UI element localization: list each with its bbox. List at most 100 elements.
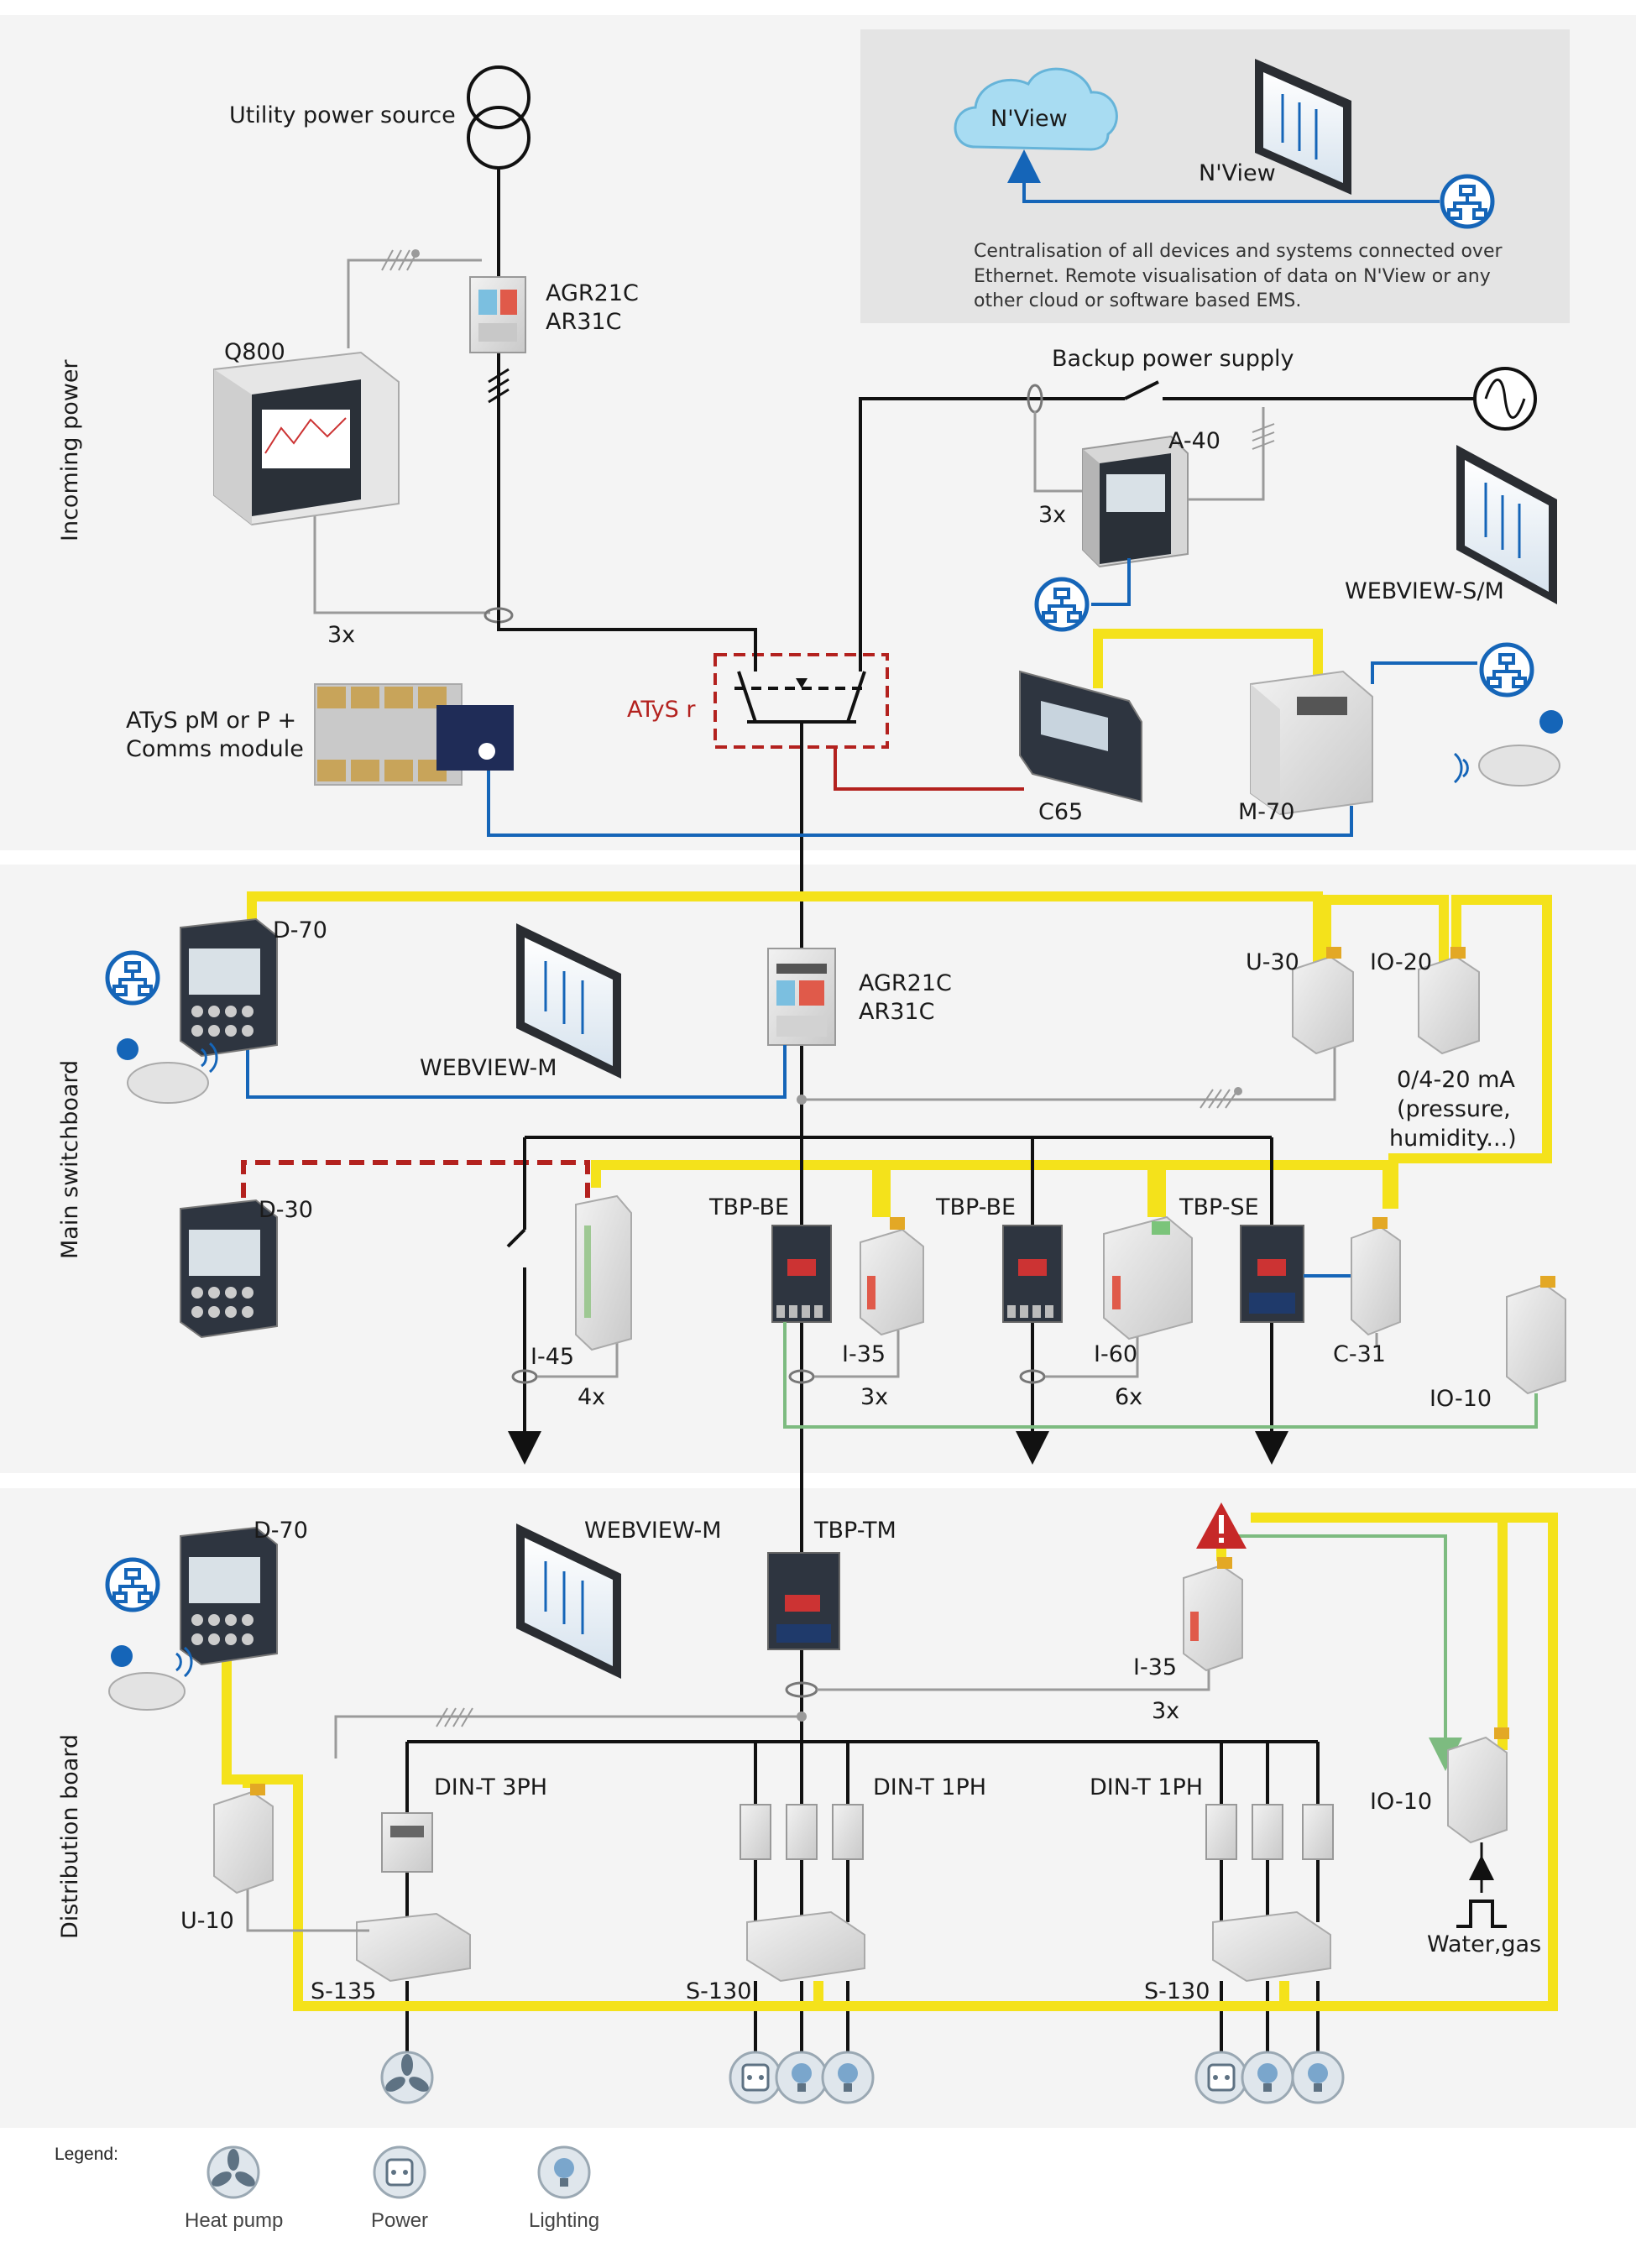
tbp-be-1-device (771, 1225, 832, 1323)
i35-main-label: I-35 (842, 1341, 886, 1367)
tbp-se-label: TBP-SE (1179, 1194, 1259, 1220)
ct-ring (511, 1369, 538, 1384)
ethernet-icon (105, 1557, 160, 1612)
bluetooth-dongle-icon (117, 1038, 218, 1104)
main-measure-line (802, 1041, 1336, 1101)
atys-r-arrow (796, 678, 808, 688)
junction (797, 1095, 807, 1105)
ct-dot (411, 249, 420, 258)
i35-dist-device (1183, 1557, 1243, 1672)
atys-pm-label-2: Comms module (126, 736, 304, 762)
d70-ethernet-line (246, 1032, 787, 1099)
backup-switch (1124, 380, 1159, 400)
modbus-feeders-2 (881, 1160, 1158, 1217)
d30-red-dashed (241, 1160, 590, 1221)
din-t-3ph-device (381, 1812, 433, 1873)
a40-volt-line (1188, 407, 1265, 501)
ct-dot (1234, 1087, 1242, 1095)
bulb-icon (1241, 2051, 1294, 2104)
atys-r-box (713, 653, 889, 749)
d70-main-device (180, 917, 278, 1058)
legend-bulb-icon (537, 2145, 591, 2199)
webview-m-dist-tablet (516, 1523, 621, 1679)
hash-marks (1252, 423, 1275, 450)
i35-dist-label: I-35 (1133, 1654, 1178, 1680)
socket-icon (1194, 2051, 1248, 2104)
io10-main-label: IO-10 (1430, 1386, 1492, 1412)
section-label-distribution: Distribution board (57, 1733, 83, 1939)
c65-device (1019, 670, 1142, 803)
dint-3ph-label: DIN-T 3PH (434, 1774, 548, 1800)
atys-r-label: ATyS r (627, 697, 696, 723)
tbp-be-1-label: TBP-BE (709, 1194, 790, 1220)
io10-dist-device (1447, 1727, 1509, 1844)
q800-device (213, 351, 400, 526)
io20-device (1418, 947, 1480, 1055)
bulb-icon (821, 2051, 875, 2104)
s130-a-label: S-130 (686, 1978, 752, 2004)
webview-m-main-label: WEBVIEW-M (420, 1055, 557, 1081)
ethernet-icon (105, 950, 160, 1006)
hash-marks (436, 1707, 473, 1727)
atys-pm-label-1: ATyS pM or P + (126, 708, 297, 734)
tbp-be-2-device (1002, 1225, 1063, 1323)
a40-device (1082, 435, 1189, 568)
q800-ct-line (313, 512, 490, 614)
u30-device (1292, 947, 1354, 1055)
d30-device (180, 1199, 278, 1339)
ct-ring (1019, 1369, 1046, 1384)
i60-label: I-60 (1094, 1341, 1138, 1367)
section-label-main: Main switchboard (57, 1059, 83, 1259)
junction (797, 1711, 807, 1722)
agr21c-main-device (767, 948, 836, 1046)
c65-label: C65 (1038, 799, 1084, 825)
hash-marks (488, 368, 510, 404)
agr-main-label-1: AGR21C (859, 970, 952, 996)
backup-label: Backup power supply (1052, 346, 1294, 372)
din-t-1ph-a-devices (740, 1804, 864, 1860)
legend-heat-pump-label: Heat pump (185, 2209, 284, 2232)
s130-a-device (746, 1910, 865, 1983)
d70-dist-device (180, 1526, 278, 1666)
dist-measure-line (334, 1715, 802, 1758)
legend-title: Legend: (55, 2145, 118, 2164)
modbus-main-right (1388, 895, 1552, 1209)
legend-socket-icon (373, 2145, 426, 2199)
io20-label: IO-20 (1370, 949, 1433, 975)
webview-m-main-tablet (516, 923, 621, 1079)
q800-count-label: 3x (327, 622, 356, 648)
a40-ethernet-line (1091, 558, 1131, 606)
a40-ct-line (1033, 411, 1083, 493)
utility-label: Utility power source (229, 102, 456, 128)
io20-note-1: 0/4-20 mA (1397, 1067, 1515, 1093)
s135-device (356, 1912, 471, 1983)
io10-dist-label: IO-10 (1370, 1789, 1433, 1815)
io20-note-3: humidity...) (1389, 1126, 1517, 1152)
i60-count-label: 6x (1115, 1384, 1143, 1410)
q800-measure-line (347, 259, 482, 348)
agr-main-label-2: AR31C (859, 999, 935, 1025)
ethernet-icon (1479, 642, 1534, 698)
webview-m-dist-label: WEBVIEW-M (584, 1518, 722, 1544)
dist-alarm-green (1238, 1534, 1462, 1771)
i35-dist-ct-line (817, 1666, 1210, 1691)
socket-icon (729, 2051, 782, 2104)
bluetooth-dongle-icon (108, 1645, 193, 1711)
tbp-tm-label: TBP-TM (814, 1518, 896, 1544)
i35-main-device (860, 1217, 924, 1336)
c31-device (1351, 1217, 1401, 1336)
atys-c65-red-line (834, 747, 1024, 791)
ct-ring (788, 1369, 815, 1384)
nview-ethernet-arrow (1007, 149, 1440, 203)
din-t-1ph-b-devices (1205, 1804, 1334, 1860)
modbus-feeders-3 (1156, 1160, 1393, 1217)
fan-icon (380, 2051, 434, 2104)
agr21c-top-device (469, 276, 526, 353)
i45-count-label: 4x (578, 1384, 606, 1410)
a40-label: A-40 (1168, 428, 1220, 454)
central-description: Centralisation of all devices and system… (974, 241, 1503, 312)
i45-ct-line (537, 1343, 619, 1378)
modbus-main-io20 (1321, 895, 1449, 965)
s130-b-device (1212, 1910, 1331, 1983)
main-alarm-green (783, 1322, 1538, 1429)
